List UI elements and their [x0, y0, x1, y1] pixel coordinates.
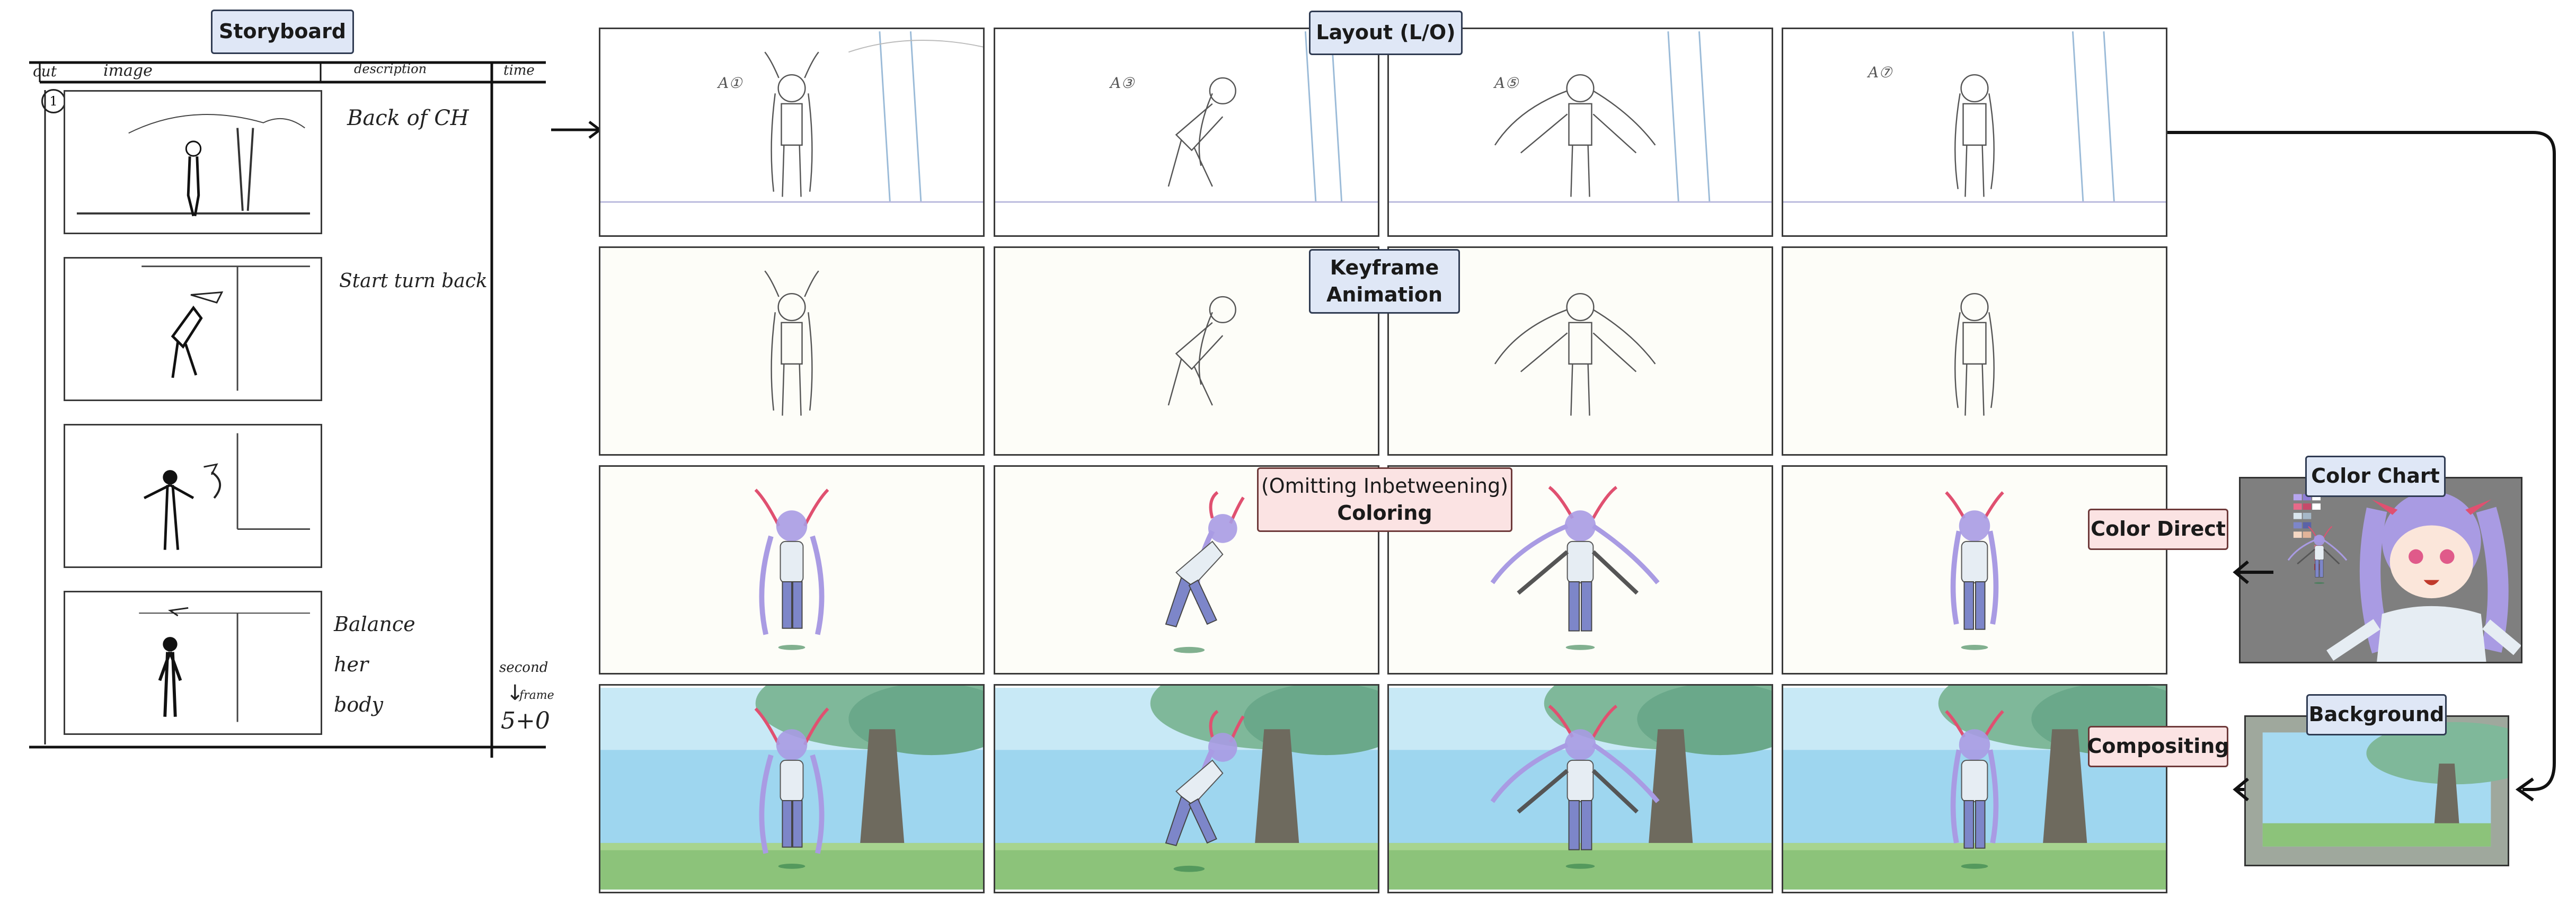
arrow-storyboard-to-layout	[551, 121, 603, 139]
layout-drawing-1	[600, 31, 983, 203]
time-label-frame: frame	[519, 689, 554, 702]
storyboard-header-image: image	[103, 61, 153, 80]
right-connectors	[2167, 131, 2556, 802]
storyboard-description-1: Back of CH	[347, 106, 469, 130]
storyboard-panel-3	[64, 424, 322, 568]
layout-drawing-4	[1783, 31, 2166, 203]
storyboard-header-time: time	[503, 63, 535, 78]
storyboard-sketch-3	[143, 433, 311, 550]
coloring-panel-4	[1782, 465, 2167, 675]
layout-to-background-line	[2167, 131, 2556, 791]
layout-panel-4	[1782, 28, 2167, 237]
color-direct-label: Color Direct	[2088, 509, 2228, 550]
storyboard-sheet	[29, 61, 546, 758]
storyboard-panel-2	[64, 257, 322, 401]
storyboard-description-4: Balance her body	[334, 613, 415, 716]
coloring-panel-1	[599, 465, 985, 675]
color-chart-title: Color Chart	[2305, 456, 2446, 497]
background-image	[2244, 715, 2509, 866]
time-arrow-icon: ↓	[506, 681, 524, 705]
storyboard-header-description: description	[354, 61, 427, 76]
composite-drawing-2	[995, 686, 1378, 890]
cut-number-badge: 1	[41, 89, 66, 113]
layout-mark-4: A⑦	[1868, 64, 1892, 81]
keyframe-title: Keyframe Animation	[1309, 249, 1460, 314]
background-drawing	[2247, 717, 2508, 865]
layout-title: Layout (L/O)	[1309, 11, 1463, 55]
layout-mark-1: A①	[718, 74, 742, 92]
composite-panel-2	[994, 684, 1379, 893]
time-value: 5+0	[501, 707, 550, 734]
keyframe-drawing-1	[764, 270, 819, 416]
layout-mark-2: A③	[1110, 74, 1135, 92]
layout-panel-1	[599, 28, 985, 237]
layout-panel-2	[994, 28, 1379, 237]
layout-mark-3: A⑤	[1494, 74, 1519, 92]
layout-drawing-3	[1389, 31, 1772, 203]
compositing-label: Compositing	[2087, 726, 2229, 767]
composite-drawing-1	[600, 686, 983, 890]
storyboard-panel-4	[64, 591, 322, 735]
coloring-title: (Omitting Inbetweening) Coloring	[1257, 467, 1512, 532]
keyframe-panel-4	[1782, 246, 2167, 456]
storyboard-description-2: Start turn back	[339, 270, 488, 292]
composite-drawing-4	[1783, 686, 2166, 890]
time-label-second: second	[499, 660, 548, 676]
storyboard-sketch-2	[141, 265, 311, 391]
layout-drawing-2	[995, 31, 1378, 203]
coloring-drawing-4	[1783, 467, 2166, 673]
coloring-drawing-1	[600, 467, 983, 673]
composite-drawing-3	[1389, 686, 1772, 890]
color-chart-image	[2239, 477, 2522, 663]
storyboard-title: Storyboard	[211, 10, 354, 54]
storyboard-sketch-1	[76, 114, 311, 217]
storyboard-panel-1	[64, 90, 322, 234]
composite-panel-1	[599, 684, 985, 893]
keyframe-panel-1	[599, 246, 985, 456]
keyframe-drawing-4	[1954, 292, 1995, 416]
storyboard-header-cut: cut	[33, 63, 57, 80]
layout-panel-3	[1387, 28, 1773, 237]
storyboard-sketch-4	[139, 607, 311, 722]
color-chart-drawing	[2241, 478, 2521, 662]
composite-panel-3	[1387, 684, 1773, 893]
background-title: Background	[2306, 694, 2447, 735]
composite-panel-4	[1782, 684, 2167, 893]
